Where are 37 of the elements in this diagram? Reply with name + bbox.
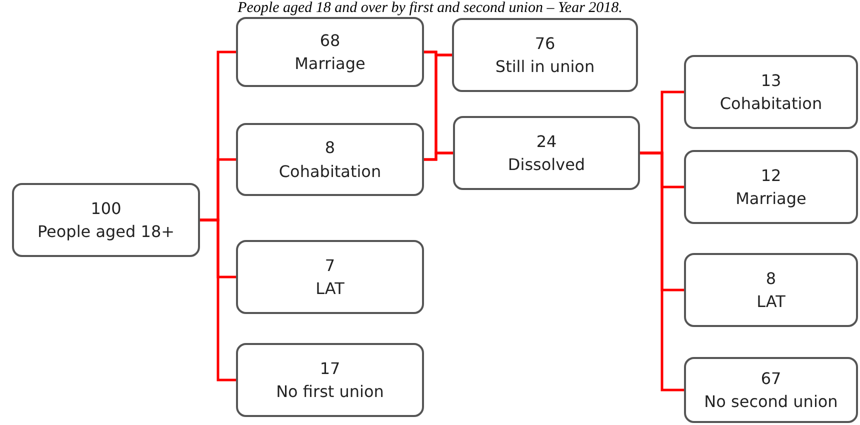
category-box — [236, 17, 424, 87]
category-label: No second union — [704, 391, 838, 413]
count-value: 12 — [760, 164, 782, 187]
count-value: 7 — [324, 254, 336, 277]
count-value: 8 — [766, 268, 776, 290]
category-box — [12, 183, 200, 257]
bracket-connector — [424, 152, 453, 161]
category-box — [684, 55, 858, 129]
category-label: Cohabitation — [278, 160, 382, 182]
category-label: Marriage — [736, 188, 806, 210]
count-value: 68 — [320, 30, 340, 52]
category-label: Dissolved — [508, 154, 586, 176]
category-label: LAT — [756, 291, 786, 313]
category-label: Still in union — [495, 56, 595, 78]
category-box — [236, 343, 424, 417]
category-label: No first union — [276, 381, 384, 403]
category-box — [684, 253, 858, 327]
count-value: 76 — [534, 32, 556, 55]
count-value: 8 — [324, 137, 336, 160]
bracket-connector — [200, 218, 236, 382]
category-label: LAT — [316, 278, 344, 300]
category-box — [452, 18, 638, 92]
category-box — [684, 357, 858, 423]
category-box — [684, 150, 858, 224]
category-label: People aged 18+ — [37, 221, 175, 243]
count-value: 24 — [536, 130, 557, 153]
category-label: Cohabitation — [720, 93, 822, 115]
category-box — [236, 123, 424, 196]
category-label: Marriage — [294, 53, 366, 75]
count-value: 67 — [760, 368, 782, 390]
category-box — [453, 116, 640, 190]
diagram-title: People aged 18 and over by first and second union – Year 2018. — [236, 0, 624, 17]
category-box — [236, 240, 424, 314]
bracket-connector — [640, 152, 684, 392]
count-value: 17 — [320, 358, 340, 380]
count-value: 100 — [90, 198, 122, 220]
count-value: 13 — [760, 70, 782, 92]
